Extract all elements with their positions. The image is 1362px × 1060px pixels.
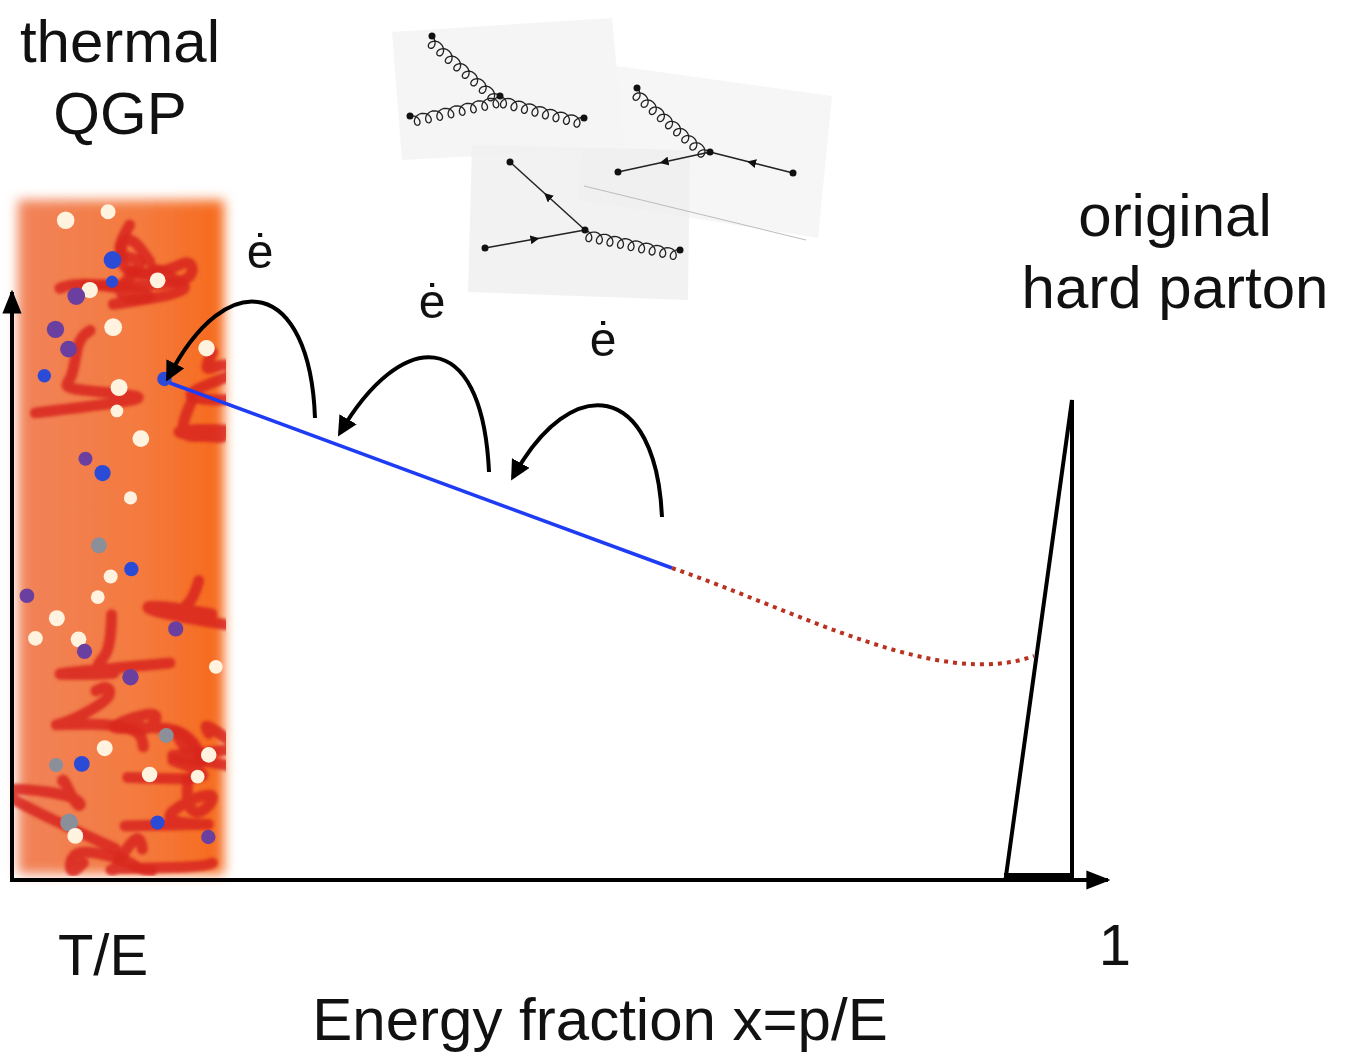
dotted-cascade-curve [672, 568, 1034, 664]
particle-dot [20, 588, 35, 603]
vertex-dot [634, 85, 641, 92]
gluon-squiggle [56, 687, 143, 746]
particle-dot [57, 211, 75, 229]
particle-dot [124, 562, 138, 576]
particle-dot [67, 287, 85, 305]
y-axis [10, 292, 14, 880]
flow-arrow [513, 405, 662, 517]
particle-dot [111, 405, 124, 418]
particle-dot [106, 276, 118, 288]
particle-dot [201, 830, 215, 844]
particle-dot [49, 610, 65, 626]
vertex-dot [581, 115, 588, 122]
particle-dot [67, 828, 83, 844]
particle-dot [77, 644, 92, 659]
panel-edge [584, 186, 806, 240]
particle-dot [101, 204, 116, 219]
gluon-squiggle [148, 581, 226, 631]
particle-dot [159, 728, 174, 743]
particle-dot [201, 747, 217, 763]
vertex-dot [407, 113, 414, 120]
vertex-dot [615, 169, 622, 176]
particle-dot [124, 491, 137, 504]
gluon-line [428, 36, 500, 101]
feynman-diagrams [392, 18, 832, 300]
particle-dot [104, 318, 122, 336]
vertex-dot [497, 93, 504, 100]
particle-dot [150, 815, 164, 829]
gluon-squiggle [125, 779, 212, 826]
gluon-field [14, 225, 226, 871]
particle-dot [191, 770, 205, 784]
gluon-squiggle [86, 240, 193, 286]
qgp-medium [6, 200, 274, 874]
particle-dot [28, 631, 43, 646]
particle-dot [49, 758, 63, 772]
particle-dot [104, 251, 122, 269]
particle-dot [111, 379, 128, 396]
particle-dot [91, 590, 105, 604]
thermal-particles [20, 204, 223, 844]
gluon-squiggle [179, 398, 226, 450]
axis-label: T/E [58, 920, 148, 990]
energy-loss-symbol: ė [419, 273, 446, 331]
region-label: thermal QGP [4, 6, 236, 150]
gluon-line [500, 96, 584, 127]
x-axis [10, 878, 1108, 882]
vertex-dot [482, 245, 489, 252]
particle-dot [168, 621, 183, 636]
axis-label: 1 [1099, 910, 1131, 980]
particle-dot [198, 340, 214, 356]
gluon-line [410, 96, 500, 125]
energy-flow-arrows [168, 302, 662, 517]
vertex-dot [707, 149, 714, 156]
particle-dot [78, 452, 92, 466]
vertex-dot [677, 247, 684, 254]
cascade-line [170, 383, 672, 568]
gluon-squiggle [35, 330, 138, 412]
particle-dot [122, 669, 138, 685]
vertex-dot [507, 159, 514, 166]
quark-line [510, 162, 585, 230]
spike-base [1004, 873, 1074, 879]
particle-dot [142, 767, 157, 782]
region-label: original hard parton [1016, 180, 1334, 324]
axis-label: Energy fraction x=p/E [312, 984, 887, 1056]
quark-line [485, 230, 585, 248]
quark-line [618, 152, 710, 172]
gluon-squiggle [70, 852, 151, 871]
particle-dot [91, 537, 107, 553]
quark-line [710, 152, 793, 173]
vertex-dot [790, 170, 797, 177]
qgp-background [18, 200, 224, 874]
gluon-squiggle [14, 780, 115, 849]
vertex-dot [582, 227, 589, 234]
particle-dot [97, 740, 113, 756]
particle-dot [60, 341, 77, 358]
diagram-panel [468, 145, 690, 300]
energy-loss-symbol: ė [247, 223, 274, 281]
energy-loss-symbol: ė [590, 311, 617, 369]
initial-spectrum-spike [1006, 400, 1072, 876]
gluon-line [633, 88, 710, 157]
gluon-squiggle [60, 615, 170, 675]
particle-dot [132, 430, 149, 447]
feynman-lines [407, 33, 797, 260]
vertex-dot [429, 33, 436, 40]
particle-dot [74, 756, 90, 772]
flow-arrow [168, 302, 315, 418]
particle-dot [209, 660, 223, 674]
particle-dot [47, 321, 64, 338]
particle-dot [150, 272, 166, 288]
particle-dot [38, 369, 51, 382]
flow-arrow [340, 357, 489, 472]
gluon-line [585, 230, 680, 259]
particle-dot [94, 465, 110, 481]
particle-dot [104, 569, 118, 583]
